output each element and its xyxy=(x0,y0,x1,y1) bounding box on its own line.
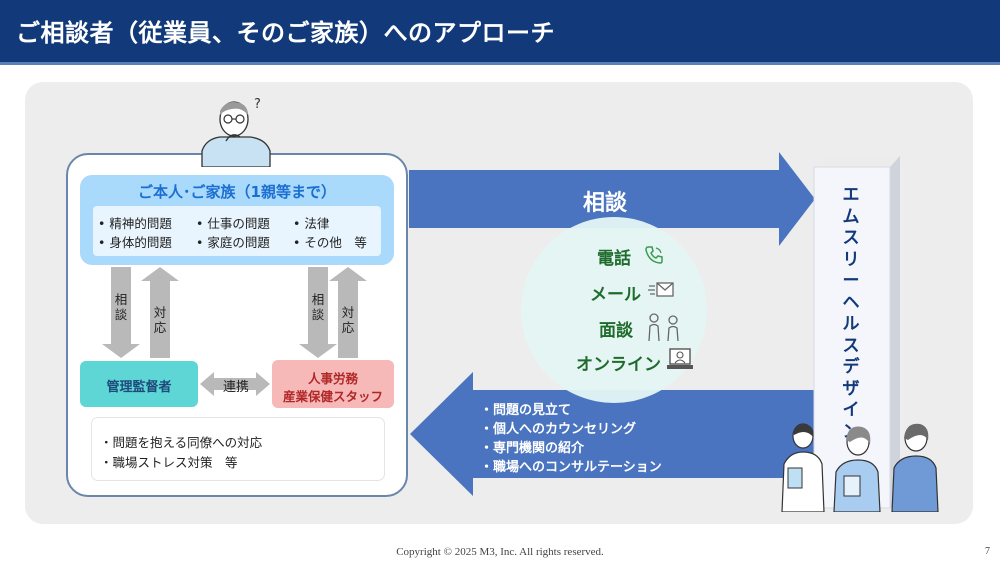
arrow-down-right xyxy=(299,267,337,358)
hr-box xyxy=(272,360,394,408)
return-arrow xyxy=(410,372,855,496)
channel-online: オンライン xyxy=(576,355,661,375)
issue-item: • 精神的問題 xyxy=(98,216,172,231)
manager-box xyxy=(80,361,198,407)
phone-icon xyxy=(645,246,663,264)
service-item: ・職場へのコンサルテーション xyxy=(480,460,662,475)
collab-label: 連携 xyxy=(222,380,249,395)
header-bar: ご相談者（従業員、そのご家族）へのアプローチ xyxy=(0,0,1000,62)
people-talk-icon xyxy=(648,313,679,342)
channels-circle xyxy=(521,217,707,403)
respond-label-right: 対応 xyxy=(341,305,355,335)
arrow-down-left xyxy=(102,267,140,358)
arrow-collab xyxy=(200,372,270,396)
consult-arrow xyxy=(409,152,815,246)
channel-interview: 面談 xyxy=(599,321,633,341)
copyright: Copyright © 2025 M3, Inc. All rights res… xyxy=(396,546,604,558)
org-bar-top xyxy=(814,156,900,167)
manager-label: 管理監督者 xyxy=(106,380,172,395)
org-name: エムスリーヘルスデザイン xyxy=(842,185,860,442)
channel-phone: 電話 xyxy=(597,249,631,269)
workplace-item: ・問題を抱える同僚への対応 xyxy=(100,435,263,450)
respond-label-left: 対応 xyxy=(153,305,167,335)
service-item: ・専門機関の紹介 xyxy=(480,441,585,456)
workplace-item: ・職場ストレス対策 等 xyxy=(100,455,238,470)
channel-mail: メール xyxy=(590,285,641,305)
svg-text:?: ? xyxy=(254,97,261,112)
hr-label-line2: 産業保健スタッフ xyxy=(282,389,383,404)
mail-icon xyxy=(648,282,674,297)
consult-label-right: 相談 xyxy=(311,292,325,322)
consult-arrow-label: 相談 xyxy=(582,191,627,216)
issues-box xyxy=(93,206,381,256)
workplace-box xyxy=(92,418,384,480)
thinking-person-icon: ? xyxy=(201,97,271,167)
consult-label-left: 相談 xyxy=(114,292,128,322)
staff-people-icon xyxy=(781,423,939,512)
arrow-up-left xyxy=(141,267,179,358)
page-number: 7 xyxy=(985,546,990,557)
issue-item: • 家庭の問題 xyxy=(196,235,270,250)
issue-item: • 身体的問題 xyxy=(98,235,172,250)
service-item: ・問題の見立て xyxy=(480,403,572,418)
org-bar-side xyxy=(890,156,900,508)
issue-item: • 法律 xyxy=(293,216,330,231)
issue-item: • その他 等 xyxy=(293,235,367,250)
issue-item: • 仕事の問題 xyxy=(196,216,270,231)
service-item: ・個人へのカウンセリング xyxy=(480,422,637,437)
header-underline xyxy=(0,62,1000,65)
laptop-icon xyxy=(667,348,693,369)
arrow-up-right xyxy=(329,267,367,358)
page-title: ご相談者（従業員、そのご家族）へのアプローチ xyxy=(16,19,555,47)
family-title: ご本人･ご家族（1親等まで） xyxy=(138,183,336,201)
hr-label-line1: 人事労務 xyxy=(307,371,358,386)
